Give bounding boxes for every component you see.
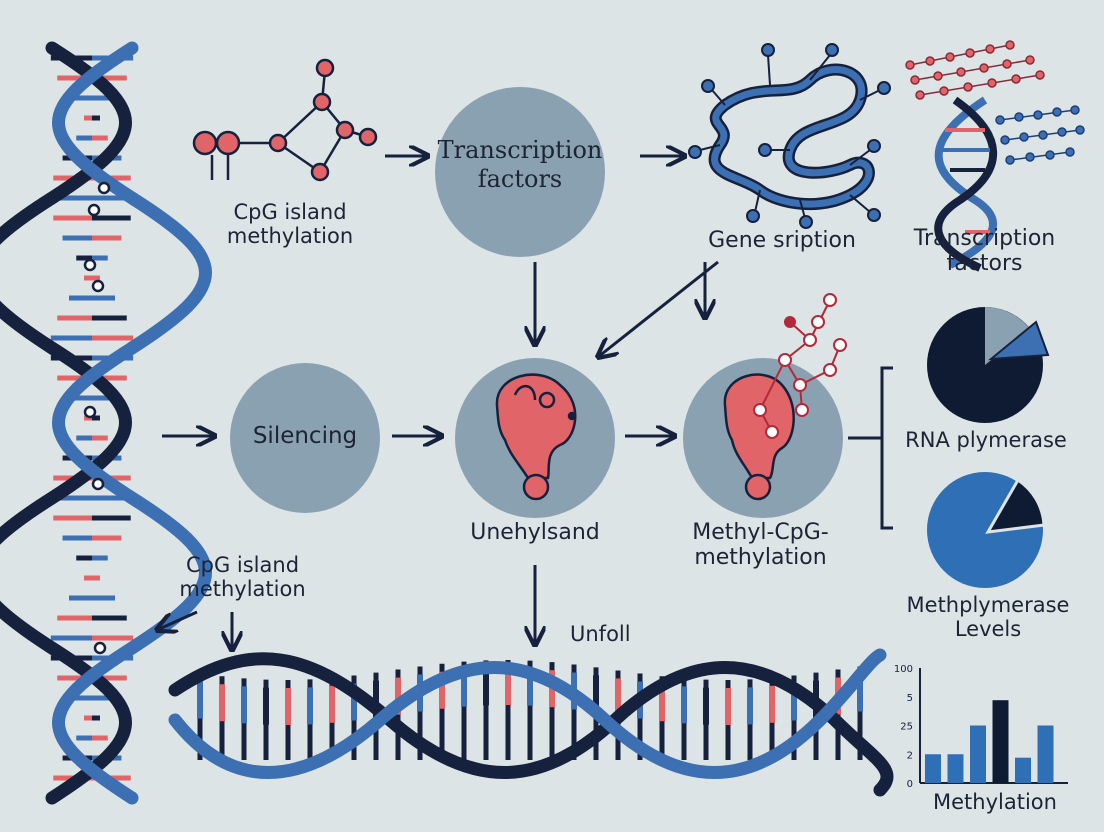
transcription-factors-node [435, 87, 605, 257]
protein-icon [495, 373, 577, 501]
bar [992, 700, 1009, 783]
bar [1015, 757, 1031, 783]
flow-arrows [157, 156, 882, 650]
red-molecule-cluster-icon [905, 40, 1045, 100]
bar [925, 754, 941, 783]
pie-chart-bottom [927, 472, 1046, 588]
y-tick-label: 100 [894, 664, 913, 675]
unfoll-label: Unfoll [570, 622, 631, 646]
bar-chart: 100 5 25 2 0 [894, 664, 1068, 790]
pie-chart-top [927, 307, 1050, 423]
methyl-cpg-label: Methyl-CpG- methylation [692, 520, 829, 571]
protein-structure-icon [688, 43, 891, 229]
methplymerase-levels-label: Methplymerase Levels [906, 593, 1070, 642]
small-dna-icon [934, 96, 998, 272]
bar-chart-x-label: Methylation [933, 790, 1057, 814]
dna-helix-vertical [0, 41, 212, 805]
bar [970, 725, 986, 783]
unehylsand-label: Unehylsand [470, 520, 600, 545]
arrow-gene-to-center [598, 260, 719, 357]
methyl-group-molecule-icon [753, 293, 847, 439]
y-tick-label: 5 [907, 693, 913, 704]
bar [947, 754, 964, 783]
dna-helix-horizontal [168, 648, 894, 797]
methyl-protein-icon [723, 373, 795, 501]
rna-plymerase-label: RNA plymerase [905, 428, 1067, 452]
y-tick-label: 25 [900, 722, 913, 733]
blue-molecule-cluster-icon [995, 105, 1085, 165]
cpg-molecule-icon [192, 58, 378, 182]
bracket [880, 366, 893, 530]
cpg-island-label-bottom: CpG island methylation [179, 553, 306, 602]
silencing-node [230, 363, 380, 513]
cpg-island-label-top: CpG island methylation [226, 200, 354, 249]
bar [1037, 725, 1054, 783]
arrow-label-to-vertical-dna [157, 610, 198, 630]
y-tick-label: 0 [907, 779, 913, 790]
gene-sription-label: Gene sription [708, 228, 856, 253]
transcription-factors-right-label: Transcription factors [913, 226, 1056, 277]
silencing-label: Silencing [252, 423, 358, 449]
transcription-factors-circle-label: Transcription factors [437, 136, 603, 193]
y-tick-label: 2 [907, 750, 913, 761]
